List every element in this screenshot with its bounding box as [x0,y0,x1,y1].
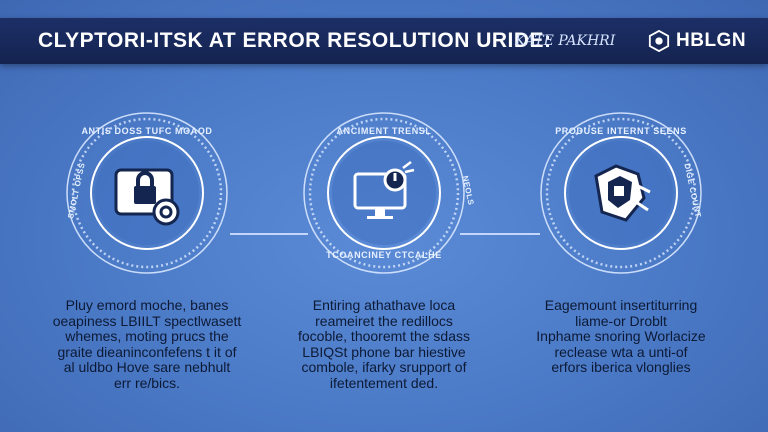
medallion-shield: PRODUSE INTERNT SEENS DIGE COUNT [536,108,706,278]
brand-hex-icon [648,30,670,52]
shield-chip-icon [594,164,651,222]
ring-label-bottom: TCOANCINEY CTCALHE [326,250,442,260]
brand-logo: HBLGN [648,28,746,54]
monitor-power-icon [353,161,415,219]
brand-name: HBLGN [676,30,747,51]
title-tagline: KATE PAKHRI [515,33,616,49]
caption-security: Pluy emord moche, banes oeapiness LBIILT… [52,297,242,391]
medallion-monitor: ANCIMENT TRENSL TCOANCINEY CTCALHE NEOLS [299,108,475,278]
ring-label-top: ANTIS DOSS TUFC MOAOD [81,126,213,136]
padlock-gear-icon [114,168,180,226]
caption-shield: Eagemount insertiturring liame-or Droblt… [536,297,706,375]
title-banner: CLYPTORI-ITSK AT ERROR RESOLUTION URIDE:… [0,18,768,64]
ring-label-top: ANCIMENT TRENSL [336,126,432,136]
connector-line-right [460,233,540,235]
ring-label-top: PRODUSE INTERNT SEENS [555,126,687,136]
connector-line-left [230,233,308,235]
medallion-security: ANTIS DOSS TUFC MOAOD SMOLT OPSS [62,108,232,278]
page-title: CLYPTORI-ITSK AT ERROR RESOLUTION URIDE: [38,29,552,52]
ring-frame [303,112,465,274]
caption-monitor: Entiring athathave loca reameiret the re… [298,297,470,391]
